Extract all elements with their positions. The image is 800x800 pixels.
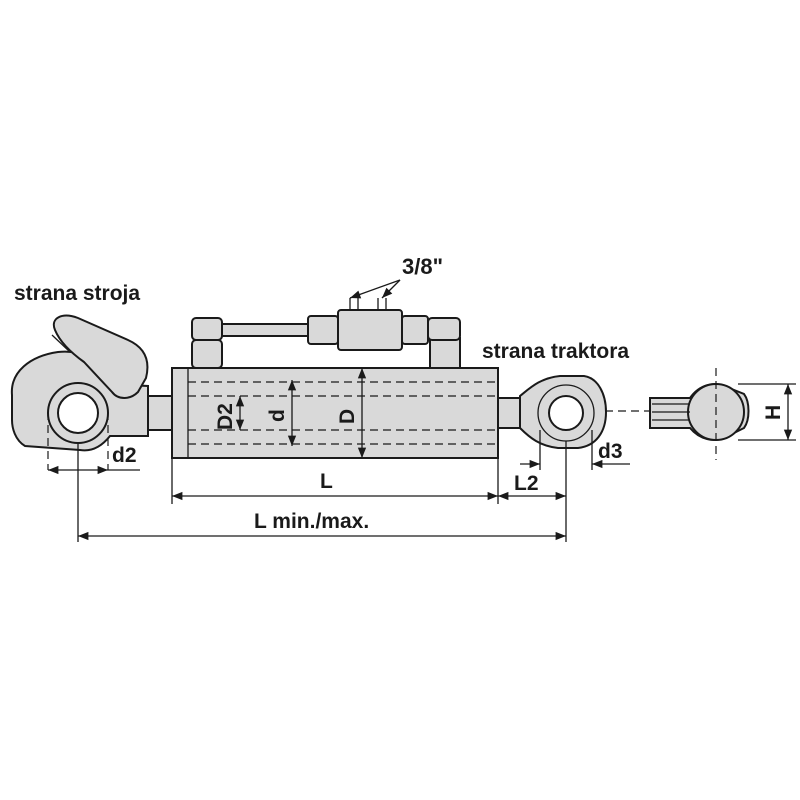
label-d: d	[266, 409, 289, 422]
label-tractor-side: strana traktora	[482, 340, 629, 363]
label-thread-size: 3/8"	[402, 254, 443, 279]
label-d3: d3	[598, 440, 623, 463]
label-L-minmax: L min./max.	[254, 510, 369, 533]
label-D2: D2	[214, 403, 237, 430]
eye-bore	[548, 395, 584, 431]
label-L: L	[320, 470, 333, 493]
label-machine-side: strana stroja	[14, 282, 140, 305]
label-H: H	[762, 405, 785, 420]
ball-joint-side-view	[649, 368, 750, 460]
label-D: D	[336, 409, 359, 424]
label-d2: d2	[112, 444, 137, 467]
left-port-fitting	[191, 339, 223, 369]
cylinder-body	[171, 337, 499, 459]
machine-side-hook	[10, 314, 173, 470]
tractor-side-eye	[497, 375, 608, 449]
hook-pin-bore	[57, 392, 99, 434]
label-L2: L2	[514, 472, 539, 495]
valve-block	[337, 309, 403, 351]
hook-shaft	[147, 395, 173, 431]
hydraulic-line	[191, 298, 461, 369]
thread-leader-2	[381, 279, 401, 299]
thread-leader-1	[349, 279, 401, 299]
